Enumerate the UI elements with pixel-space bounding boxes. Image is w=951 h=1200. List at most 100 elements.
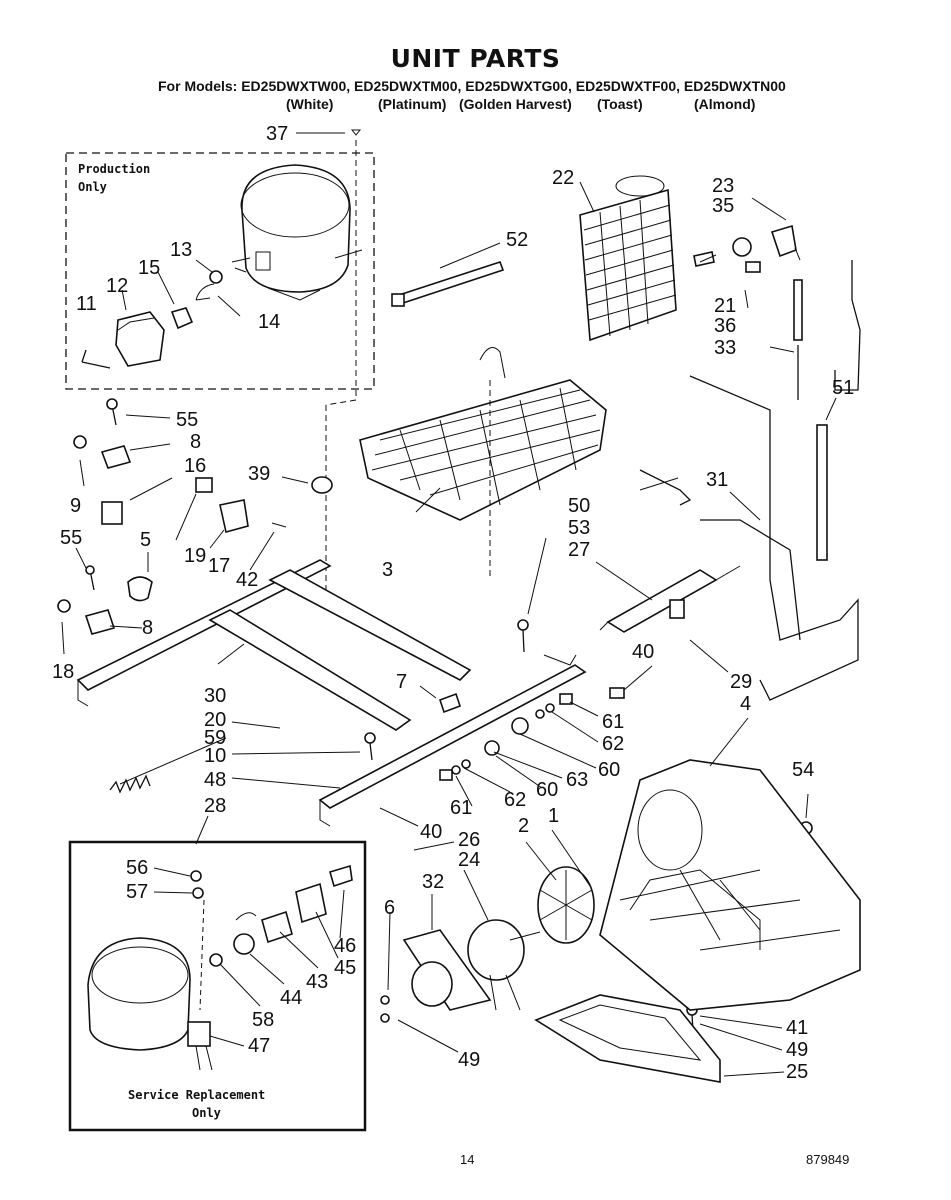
callout-40-left: 40 <box>420 821 443 843</box>
callout-27: 27 <box>568 539 591 561</box>
callout-2: 2 <box>518 815 530 837</box>
callout-16: 16 <box>184 455 207 477</box>
model-list: For Models: ED25DWXTW00, ED25DWXTM00, ED… <box>158 78 786 94</box>
callout-54: 54 <box>792 759 815 781</box>
callout-8-mid: 8 <box>142 617 154 639</box>
callout-19: 19 <box>184 545 207 567</box>
callout-17: 17 <box>208 555 231 577</box>
callout-25: 25 <box>786 1061 809 1083</box>
bracket-illustration <box>438 692 462 714</box>
callout-11: 11 <box>76 293 97 315</box>
callout-9: 9 <box>70 495 82 517</box>
document-number: 879849 <box>806 1152 850 1167</box>
callout-57: 57 <box>126 881 149 903</box>
callout-48: 48 <box>204 769 227 791</box>
callout-3: 3 <box>382 559 394 581</box>
callout-42: 42 <box>236 569 259 591</box>
callout-28: 28 <box>204 795 227 817</box>
callout-12: 12 <box>106 275 129 297</box>
callout-46: 46 <box>334 935 357 957</box>
callout-21: 21 <box>714 295 737 317</box>
heater-rod-illustration <box>391 261 505 307</box>
callout-23: 23 <box>712 175 735 197</box>
callout-18: 18 <box>52 661 75 683</box>
compressor-production-illustration <box>231 164 363 301</box>
callout-62-left: 62 <box>504 789 527 811</box>
callout-63: 63 <box>566 769 589 791</box>
spring-illustration <box>109 774 151 794</box>
frame-rails-illustration <box>76 559 587 827</box>
callout-60-left: 60 <box>536 779 559 801</box>
callout-36: 36 <box>714 315 737 337</box>
clip-and-connector-illustration <box>57 398 287 635</box>
callout-40-right: 40 <box>632 641 655 663</box>
callout-31: 31 <box>706 469 729 491</box>
compressor-service-illustration <box>87 864 353 1071</box>
tube-illustration <box>689 375 859 701</box>
wire-clip-illustration <box>639 469 692 506</box>
fan-motor-illustration <box>402 919 541 1011</box>
callout-61-left: 61 <box>450 797 473 819</box>
callout-51: 51 <box>832 377 855 399</box>
heater-wire-illustration <box>793 260 861 561</box>
color-toast: (Toast) <box>597 96 643 112</box>
callout-55-top: 55 <box>176 409 199 431</box>
page-title: UNIT PARTS <box>390 44 561 73</box>
callout-58: 58 <box>252 1009 275 1031</box>
callout-49-right: 49 <box>786 1039 809 1061</box>
condenser-coil-illustration <box>359 347 607 521</box>
callout-15: 15 <box>138 257 161 279</box>
callout-35: 35 <box>712 195 735 217</box>
color-almond: (Almond) <box>694 96 756 112</box>
leader-lines <box>61 132 837 1077</box>
callout-56: 56 <box>126 857 149 879</box>
relay-overload-illustration <box>81 270 223 369</box>
callout-32: 32 <box>422 871 445 893</box>
fan-base-illustration <box>599 759 861 1011</box>
callout-20: 20 <box>204 709 227 731</box>
callout-44: 44 <box>280 987 303 1009</box>
callout-52: 52 <box>506 229 529 251</box>
callout-5: 5 <box>140 529 152 551</box>
color-golden-harvest: (Golden Harvest) <box>459 96 572 112</box>
fan-blade-illustration <box>537 866 595 944</box>
callout-33: 33 <box>714 337 737 359</box>
defrost-thermostat-illustration <box>693 224 801 273</box>
production-only-label-line1: Production <box>78 162 151 176</box>
service-replacement-box <box>68 840 367 1132</box>
callout-45: 45 <box>334 957 357 979</box>
callout-14: 14 <box>258 311 281 333</box>
callout-47: 47 <box>248 1035 271 1057</box>
callout-8-top: 8 <box>190 431 202 453</box>
callout-61-right: 61 <box>602 711 625 733</box>
callout-62-right: 62 <box>602 733 625 755</box>
callout-26: 26 <box>458 829 481 851</box>
drain-pan-illustration <box>534 994 721 1083</box>
callout-30: 30 <box>204 685 227 707</box>
callout-6: 6 <box>384 897 396 919</box>
callout-22: 22 <box>552 167 575 189</box>
color-platinum: (Platinum) <box>378 96 447 112</box>
service-replacement-label-line1: Service Replacement <box>128 1088 266 1102</box>
callout-55-mid: 55 <box>60 527 83 549</box>
callout-10: 10 <box>204 745 227 767</box>
callout-41: 41 <box>786 1017 809 1039</box>
callout-37: 37 <box>266 123 289 145</box>
callout-4: 4 <box>740 693 752 715</box>
production-only-box <box>65 152 375 390</box>
callout-50: 50 <box>568 495 591 517</box>
service-replacement-label-line2: Only <box>192 1106 221 1120</box>
callout-1: 1 <box>548 805 560 827</box>
production-only-label-line2: Only <box>78 180 107 194</box>
callout-24: 24 <box>458 849 481 871</box>
evaporator-coil-illustration <box>579 175 677 342</box>
color-white: (White) <box>286 96 334 112</box>
drier-illustration <box>599 565 741 633</box>
callout-7: 7 <box>396 671 408 693</box>
callout-39: 39 <box>248 463 271 485</box>
callout-29: 29 <box>730 671 753 693</box>
callout-60-right: 60 <box>598 759 621 781</box>
callout-59: 59 <box>204 727 227 749</box>
page-number: 14 <box>460 1152 475 1167</box>
